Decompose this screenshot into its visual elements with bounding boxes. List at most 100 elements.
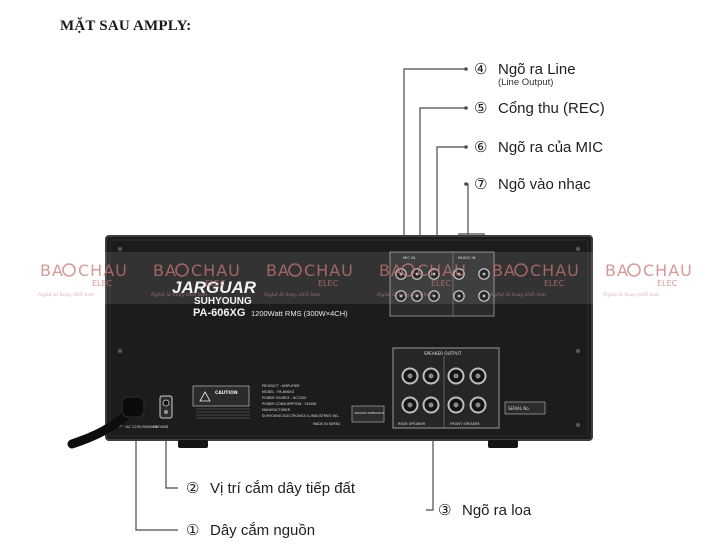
leader-line-music-in (466, 183, 469, 240)
watermark-slogan: Nghệ là hoạy thổi hơn (489, 291, 546, 298)
watermark-brand-left: BA (605, 261, 629, 280)
rating-manufacturer: MANUFACTURER (262, 408, 291, 412)
callout-text: Ngõ ra loa (462, 502, 532, 519)
callout-rec: ⑤ Cổng thu (REC) (474, 99, 605, 117)
watermark-ring-icon (401, 263, 415, 277)
watermark-sub: ELEC (544, 279, 565, 288)
warning-triangle-icon (199, 391, 211, 402)
watermark-ring-icon (514, 263, 528, 277)
speaker-impedance-box: SPEAKER IMPEDANCE (351, 405, 385, 423)
callout-line-output: ④ Ngõ ra Line (474, 60, 576, 78)
device-brand: JARGUAR (172, 278, 257, 297)
page-heading: MẶT SAU AMPLY: (60, 18, 192, 34)
callout-speaker-output: ③ Ngõ ra loa (438, 501, 531, 519)
rating-power-consumption: POWER CONSUMPTION : 1600W (262, 402, 317, 406)
callout-music-in: ⑦ Ngõ vào nhạc (474, 175, 591, 193)
watermark-brand-left: BA (266, 261, 290, 280)
watermark-strip (0, 252, 721, 304)
watermark-slogan: Nghệ là hoạy thổi hơn (602, 291, 659, 298)
callout-text: Ngõ vào nhạc (498, 176, 591, 193)
watermark-slogan: Nghệ là hoạy thổi hơn (150, 291, 207, 298)
watermark-ring-icon (175, 263, 189, 277)
watermark-brand-left: BA (492, 261, 516, 280)
music-section-label: MUSIC IN (458, 255, 476, 260)
watermark-brand-left: BA (379, 261, 403, 280)
watermark-slogan: Nghệ là hoạy thổi hơn (37, 291, 94, 298)
watermark-brand-right: CHAU (643, 261, 693, 280)
power-inlet[interactable] (121, 396, 145, 418)
watermark-ring-icon (62, 263, 76, 277)
device-sub-brand: SUHYOUNG (194, 296, 252, 307)
device-branding: JARGUAR SUHYOUNG PA-606XG 1200Watt RMS (… (172, 278, 348, 319)
callout-text: Dây cắm nguồn (210, 522, 316, 539)
watermark-sub: ELEC (431, 279, 452, 288)
watermark-brand-right: CHAU (191, 261, 241, 280)
serial-box: SERIAL No. (504, 401, 546, 415)
callout-number: ⑤ (474, 100, 488, 117)
leader-line-power (135, 412, 178, 531)
watermark-slogan: Nghệ là hoạy thổi hơn (263, 291, 320, 298)
speaker-output-label: SPEAKER OUTPUT (424, 351, 462, 356)
ground-terminal: GROUND (153, 395, 173, 429)
serial-label: SERIAL No. (508, 406, 530, 411)
watermark-ring-icon (627, 263, 641, 277)
ground-label: GROUND (153, 425, 169, 429)
rating-made-in: MADE IN KOREA (313, 422, 341, 426)
watermark-brand-right: CHAU (304, 261, 354, 280)
leader-line-mic-out (436, 146, 466, 264)
leader-line-line-output (403, 68, 466, 264)
rating-power-source: POWER SOURCE : AC220V (262, 396, 307, 400)
callout-text: Ngõ ra Line (498, 61, 576, 78)
caution-label: CAUTION (192, 385, 250, 419)
rear-speaker-label: REAR SPEAKER (398, 422, 426, 426)
mic-section-label: MIC IN (403, 255, 415, 260)
callout-number: ④ (474, 61, 488, 78)
watermark-sub: ELEC (318, 279, 339, 288)
rating-model: MODEL : PA-606XG (262, 390, 295, 394)
watermark-brand-right: CHAU (78, 261, 128, 280)
callout-number: ⑥ (474, 139, 488, 156)
watermark-sub: ELEC (92, 279, 113, 288)
leader-line-speaker (426, 430, 434, 511)
callout-number: ⑦ (474, 176, 488, 193)
watermark-slogan: Nghệ là hoạy thổi hơn (376, 291, 433, 298)
caution-title: CAUTION (215, 390, 238, 396)
callout-line-output-sub: (Line Output) (498, 77, 554, 88)
callout-power-cord: ① Dây cắm nguồn (186, 521, 315, 539)
watermark-sub: ELEC (205, 279, 226, 288)
front-speaker-label: FRONT SPEAKER (450, 422, 480, 426)
callout-text: Cổng thu (REC) (498, 100, 605, 117)
rca-jack-panel: MIC IN MUSIC IN (389, 251, 495, 317)
watermark-ring-icon (288, 263, 302, 277)
watermark-sub: ELEC (657, 279, 678, 288)
callout-number: ② (186, 480, 200, 497)
leader-line-ground (165, 420, 178, 489)
power-cord: ~AC 220V/50/60Hz (67, 396, 158, 449)
callout-text: Vị trí cắm dây tiếp đất (210, 480, 356, 497)
device-power-spec: 1200Watt RMS (300W×4CH) (251, 309, 348, 318)
watermark-brand-left: BA (40, 261, 64, 280)
watermark-brand-right: CHAU (417, 261, 467, 280)
callout-number: ① (186, 522, 200, 539)
callout-text: Ngõ ra của MIC (498, 139, 604, 156)
speaker-output-panel: SPEAKER OUTPUT REAR SPEAKER FRONT SPEAKE… (392, 347, 500, 429)
callout-mic-out: ⑥ Ngõ ra của MIC (474, 138, 603, 156)
device-model: PA-606XG (193, 307, 245, 319)
ground-post[interactable] (159, 395, 173, 419)
leader-line-rec (419, 107, 466, 264)
power-label: ~AC 220V/50/60Hz (123, 425, 158, 429)
rating-label: PRODUCT : AMPLIFIER MODEL : PA-606XG POW… (262, 384, 341, 426)
watermark-brand-left: BA (153, 261, 177, 280)
watermark-brand-right: CHAU (530, 261, 580, 280)
rating-product: PRODUCT : AMPLIFIER (262, 384, 300, 388)
speaker-impedance-label: SPEAKER IMPEDANCE (354, 411, 384, 415)
callout-number: ③ (438, 502, 452, 519)
